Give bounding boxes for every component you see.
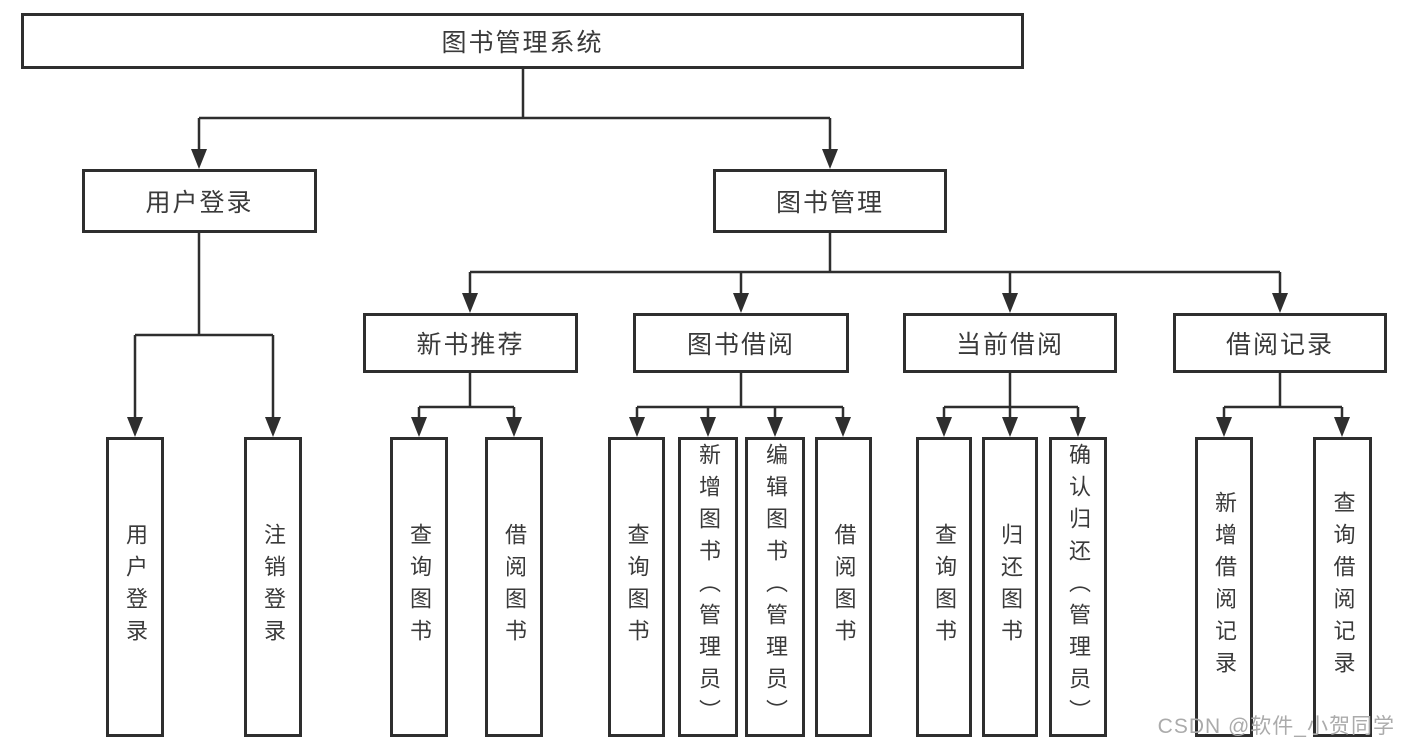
leaf-add-borrow-record: 新增借阅记录 [1195,437,1253,737]
leaf-borrow-books-1: 借阅图书 [485,437,543,737]
leaf-logout: 注销登录 [244,437,302,737]
leaf-label: 查询借阅记录 [1330,491,1356,683]
leaf-label: 借阅图书 [831,523,857,651]
node-current-borrow: 当前借阅 [903,313,1117,373]
leaf-query-books-1: 查询图书 [390,437,448,737]
leaf-query-books-3: 查询图书 [916,437,972,737]
leaf-label: 查询图书 [932,523,957,651]
node-new-book-rec: 新书推荐 [363,313,578,373]
leaf-edit-books-admin: 编辑图书（管理员） [745,437,805,737]
leaf-borrow-books-2: 借阅图书 [815,437,872,737]
leaf-label: 注销登录 [261,523,286,651]
node-root: 图书管理系统 [21,13,1024,69]
connector-lines [133,69,1344,420]
watermark-text: CSDN @软件_小贺同学 [1157,715,1395,738]
leaf-label: 新增图书（管理员） [696,443,721,731]
leaf-query-borrow-record: 查询借阅记录 [1313,437,1372,737]
leaf-label: 确认归还（管理员） [1066,443,1091,731]
leaf-label: 用户登录 [123,523,148,651]
node-book-mgmt: 图书管理 [713,169,947,233]
leaf-user-login: 用户登录 [106,437,164,737]
leaf-add-books-admin: 新增图书（管理员） [678,437,738,737]
leaf-query-books-2: 查询图书 [608,437,665,737]
leaf-label: 借阅图书 [502,523,527,651]
leaf-label: 新增借阅记录 [1212,491,1237,683]
leaf-label: 编辑图书（管理员） [763,443,788,731]
leaf-label: 查询图书 [624,523,650,651]
leaf-return-books: 归还图书 [982,437,1038,737]
leaf-label: 归还图书 [998,523,1023,651]
arrowheads [127,149,1350,437]
node-user-login: 用户登录 [82,169,317,233]
node-book-borrow: 图书借阅 [633,313,849,373]
leaf-label: 查询图书 [407,523,432,651]
node-borrow-records: 借阅记录 [1173,313,1387,373]
leaf-confirm-return-admin: 确认归还（管理员） [1049,437,1107,737]
